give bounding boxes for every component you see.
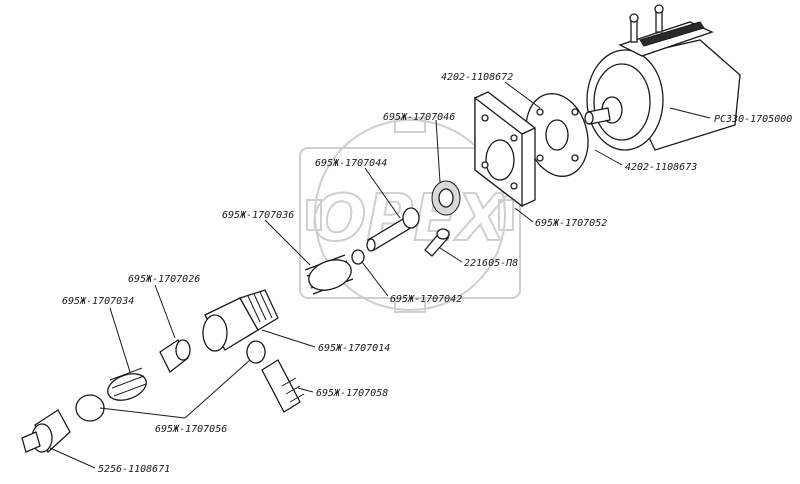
label-spring-small: 695Ж-1707034 [62,296,134,307]
label-nut: 695Ж-1707046 [383,112,455,123]
part-valve-stem [366,207,420,252]
label-plunger: 695Ж-1707026 [128,274,200,285]
part-labels: 4202-1108672 РС330-1705000 695Ж-1707046 … [62,72,792,475]
part-seal-ring-upper [246,340,266,364]
part-plunger [159,339,191,373]
part-valve-body [202,289,279,352]
part-spring-large [304,254,354,295]
label-valve-body: 695Ж-1707014 [318,343,390,354]
part-fitting [261,359,305,413]
part-union-nut [21,409,71,454]
part-screw [424,228,450,257]
part-flange-plate [474,91,536,208]
label-seal-ring: 695Ж-1707056 [155,424,227,435]
label-valve-stem: 695Ж-1707044 [315,158,387,169]
label-gasket: 4202-1108672 [441,72,513,83]
label-flange-plate: 695Ж-1707052 [535,218,607,229]
label-union-nut: 5256-1108671 [98,464,170,475]
part-small-washer [351,249,365,265]
label-screw: 221605-П8 [464,258,518,269]
leader-lines [49,81,711,469]
label-fitting: 695Ж-1707058 [316,388,388,399]
part-spring-small [107,367,147,401]
watermark-gear-ring [314,119,506,311]
part-seal-ring-lower [75,394,105,422]
part-electric-motor [584,4,741,151]
label-motor-flange: 4202-1108673 [625,162,697,173]
watermark-gear-teeth [306,117,514,313]
label-small-washer: 695Ж-1707042 [390,294,462,305]
label-spring-large: 695Ж-1707036 [222,210,294,221]
part-nut [431,180,461,216]
label-motor: РС330-1705000 [714,114,792,125]
